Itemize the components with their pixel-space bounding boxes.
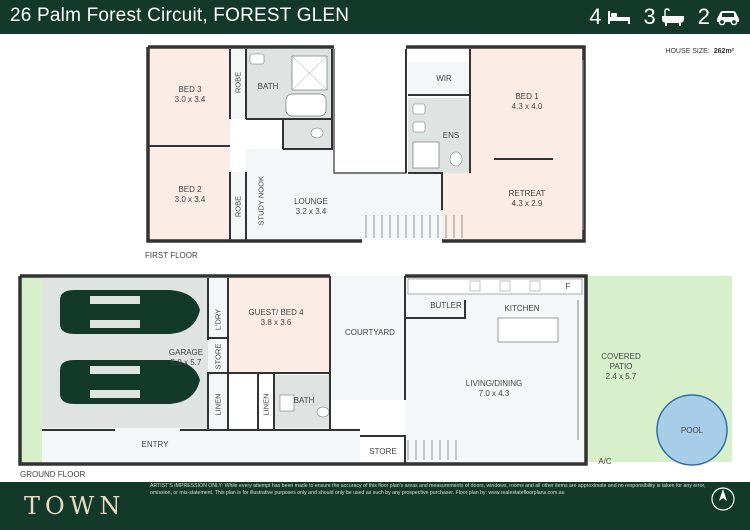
- room-robe-bottom: [230, 172, 246, 240]
- label-ens: ENS: [442, 131, 460, 140]
- room-laundry: [208, 278, 228, 338]
- room-store-left: [208, 338, 228, 373]
- brand-logo: TOWN: [24, 492, 126, 520]
- room-landing: [362, 173, 442, 240]
- bath-icon: [661, 8, 684, 26]
- stairs-first: [365, 215, 463, 238]
- label-store-bottom: STORE: [369, 447, 397, 456]
- room-wir: [408, 62, 470, 95]
- house-size-label: HOUSE SIZE:: [665, 48, 710, 55]
- label-linen-mid: LINEN: [261, 393, 271, 416]
- label-first-floor: FIRST FLOOR: [145, 251, 198, 260]
- label-entry: ENTRY: [141, 440, 169, 449]
- label-store-left: STORE: [213, 343, 223, 370]
- compass-icon: [711, 487, 735, 511]
- label-pool: POOL: [680, 426, 704, 435]
- first-floor-walls: [146, 45, 586, 243]
- room-kitchen-living: [405, 276, 585, 462]
- car-bottom-icon: [60, 360, 200, 404]
- room-bed1: [470, 49, 583, 173]
- property-address: 26 Palm Forest Circuit, FOREST GLEN: [10, 5, 350, 26]
- label-linen-left: LINEN: [213, 393, 223, 416]
- room-bed3: [148, 49, 230, 145]
- room-linen-left: [208, 375, 228, 430]
- label-bath-ground: BATH: [293, 396, 315, 405]
- label-wir: WIR: [436, 74, 452, 83]
- label-laundry: L'DRY: [213, 308, 223, 331]
- label-kitchen: KITCHEN: [504, 304, 540, 313]
- footer-bar: TOWN ARTIST'S IMPRESSION ONLY: While eve…: [0, 482, 750, 530]
- floor-plan: [18, 45, 732, 466]
- label-robe-bottom: ROBE: [233, 195, 243, 218]
- label-bath-first: BATH: [257, 82, 279, 91]
- room-guest: [228, 278, 330, 373]
- room-retreat: [442, 173, 583, 240]
- room-entry: [42, 428, 360, 464]
- room-bed2: [148, 148, 230, 240]
- label-butler: BUTLER: [430, 301, 462, 310]
- label-ground-floor: GROUND FLOOR: [20, 470, 86, 479]
- room-courtyard: [330, 276, 405, 400]
- room-void: [334, 49, 406, 173]
- header-bar: 26 Palm Forest Circuit, FOREST GLEN 4 3 …: [0, 0, 750, 34]
- disclaimer-text: ARTIST'S IMPRESSION ONLY: While every at…: [150, 483, 706, 496]
- ground-floor-walls: [18, 274, 588, 466]
- property-stats: 4 3 2: [581, 3, 742, 31]
- parking-count: 2: [697, 4, 710, 29]
- garden-left: [20, 276, 42, 466]
- label-robe-top: ROBE: [233, 71, 243, 94]
- car-icon: [717, 11, 739, 26]
- first-floor-plan: [146, 45, 586, 243]
- bathroom-count: 3: [643, 4, 656, 29]
- stairs-ground: [407, 440, 457, 460]
- label-ac: A/C: [598, 457, 612, 466]
- room-wc-first: [283, 119, 332, 149]
- pool: [656, 394, 728, 466]
- bedroom-count: 4: [589, 4, 602, 29]
- label-fridge: F: [565, 282, 571, 291]
- house-size-value: 262m²: [713, 48, 734, 55]
- ground-floor-plan: [18, 274, 732, 466]
- bed-icon: [607, 11, 630, 24]
- label-courtyard: COURTYARD: [345, 328, 395, 337]
- house-size: HOUSE SIZE:262m²: [665, 48, 734, 55]
- label-study-nook: STUDY NOOK: [256, 176, 266, 226]
- car-top-icon: [60, 290, 200, 334]
- room-robe-top: [230, 49, 246, 119]
